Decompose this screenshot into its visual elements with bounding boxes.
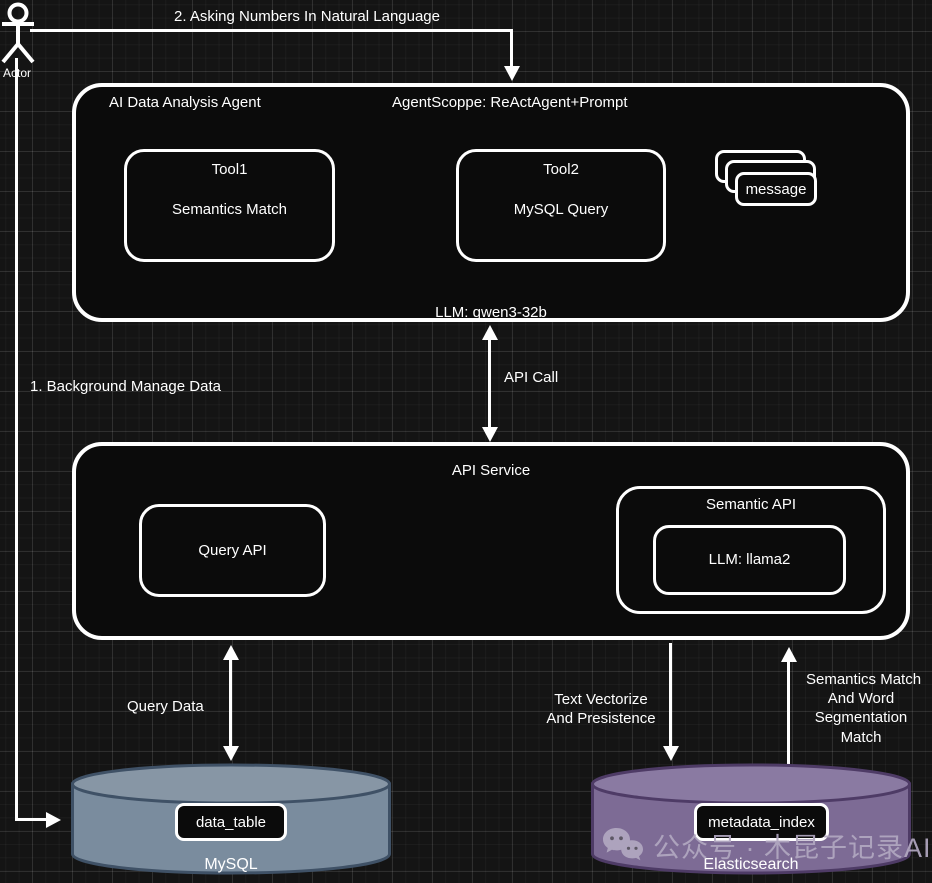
data-table-node: data_table	[175, 803, 287, 841]
api-call-label: API Call	[504, 369, 559, 386]
actor-icon	[1, 2, 35, 64]
semantics-label-line1: Semantics Match	[806, 671, 922, 688]
asking-arrow-line-h	[30, 29, 513, 32]
semantics-line	[787, 660, 790, 765]
agent-llm-label: LLM: qwen3-32b	[435, 304, 547, 321]
background-flow-line-h	[15, 818, 48, 821]
semantics-label-line4: Match	[840, 728, 882, 746]
agent-scope-label: AgentScoppe: ReActAgent+Prompt	[392, 94, 628, 111]
tool1-desc: Semantics Match	[171, 201, 288, 218]
message-front-label: message	[745, 180, 807, 198]
tool1-node: Tool1 Semantics Match	[124, 149, 335, 262]
query-api-label: Query API	[198, 541, 267, 559]
message-card-front: message	[735, 172, 817, 206]
api-service-container: API Service Query API Semantic API LLM: …	[72, 442, 910, 640]
asking-arrowhead-icon	[504, 66, 520, 81]
tool2-name: Tool2	[543, 161, 579, 178]
vectorize-label: Text Vectorize And Presistence	[520, 690, 682, 728]
watermark: 公众号 · 木昆子记录AI	[602, 826, 932, 865]
background-flow-line-v	[15, 58, 18, 821]
query-data-label: Query Data	[127, 698, 204, 715]
vectorize-label-line2: And Presistence	[546, 710, 656, 728]
tool2-node: Tool2 MySQL Query	[456, 149, 666, 262]
tool1-name: Tool1	[211, 161, 248, 178]
query-data-arrowhead-down-icon	[223, 746, 239, 761]
elasticsearch-database: metadata_index Elasticsearch	[590, 761, 912, 878]
semantic-api-node: Semantic API LLM: llama2	[616, 486, 886, 614]
metadata-index-node: metadata_index	[694, 803, 829, 841]
vectorize-line	[669, 643, 672, 748]
elasticsearch-name: Elasticsearch	[703, 856, 799, 873]
api-service-title: API Service	[451, 462, 531, 479]
agent-container: AI Data Analysis Agent AgentScoppe: ReAc…	[72, 83, 910, 322]
watermark-text: 公众号 · 木昆子记录AI	[653, 833, 932, 863]
background-flow-arrowhead-icon	[46, 812, 61, 828]
tool2-desc: MySQL Query	[513, 201, 609, 218]
semantics-label-line2: And Word	[827, 690, 895, 708]
query-data-line	[229, 658, 232, 748]
api-call-line	[488, 338, 491, 430]
metadata-index-label: metadata_index	[708, 813, 815, 831]
data-table-label: data_table	[195, 813, 267, 831]
asking-arrow-label: 2. Asking Numbers In Natural Language	[174, 8, 440, 25]
mysql-name: MySQL	[204, 856, 258, 873]
semantics-label-line3: Segmentation	[814, 709, 908, 727]
mysql-database: data_table MySQL	[70, 761, 392, 878]
wechat-icon	[603, 827, 643, 860]
vectorize-arrowhead-icon	[663, 746, 679, 761]
llama2-node: LLM: llama2	[653, 525, 846, 595]
semantics-label: Semantics Match And Word Segmentation Ma…	[806, 670, 922, 747]
llama2-label: LLM: llama2	[708, 551, 791, 569]
query-api-node: Query API	[139, 504, 326, 597]
asking-arrow-line-v	[510, 29, 513, 68]
semantics-arrowhead-icon	[781, 647, 797, 662]
api-call-arrowhead-up-icon	[482, 325, 498, 340]
vectorize-label-line1: Text Vectorize	[554, 691, 648, 708]
background-flow-label: 1. Background Manage Data	[30, 378, 221, 395]
api-call-arrowhead-down-icon	[482, 427, 498, 442]
agent-title: AI Data Analysis Agent	[109, 94, 261, 111]
query-data-arrowhead-up-icon	[223, 645, 239, 660]
semantic-api-title: Semantic API	[705, 496, 797, 513]
